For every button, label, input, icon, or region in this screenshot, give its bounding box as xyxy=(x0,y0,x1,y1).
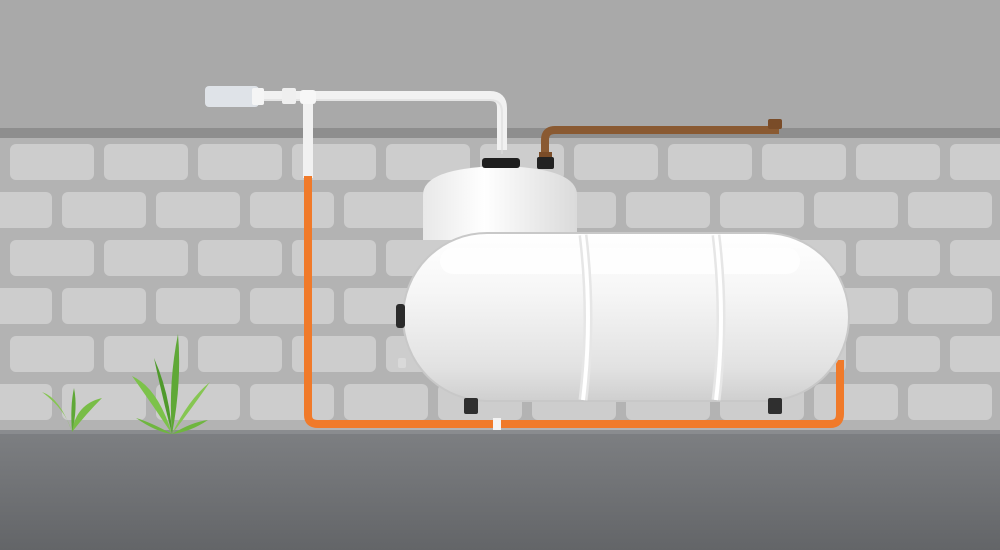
brick xyxy=(104,144,188,180)
brick xyxy=(814,192,898,228)
brick xyxy=(950,336,1000,372)
tank-dome xyxy=(423,158,577,240)
brick xyxy=(10,240,94,276)
vent-pipe-icon xyxy=(205,86,507,178)
brick xyxy=(198,240,282,276)
brick xyxy=(156,288,240,324)
brick xyxy=(908,288,992,324)
ground xyxy=(0,432,1000,550)
propane-tank-icon xyxy=(396,232,850,414)
brick xyxy=(386,144,470,180)
brick xyxy=(10,144,94,180)
brick xyxy=(62,288,146,324)
brick xyxy=(0,288,52,324)
brick xyxy=(344,192,428,228)
brick xyxy=(250,192,334,228)
brick xyxy=(908,384,992,420)
plant-icon xyxy=(42,388,102,432)
brick xyxy=(626,192,710,228)
brick xyxy=(292,336,376,372)
brick xyxy=(0,192,52,228)
plant-icon xyxy=(132,334,210,434)
brick xyxy=(814,384,898,420)
brick xyxy=(62,192,146,228)
brick xyxy=(250,288,334,324)
brick xyxy=(0,384,52,420)
brick xyxy=(198,144,282,180)
brick xyxy=(762,144,846,180)
brick xyxy=(950,144,1000,180)
brick xyxy=(104,336,188,372)
brick xyxy=(574,144,658,180)
brick xyxy=(856,240,940,276)
brick xyxy=(104,240,188,276)
brick xyxy=(950,240,1000,276)
brick xyxy=(856,336,940,372)
brick xyxy=(198,336,282,372)
copper-pipe xyxy=(537,119,782,169)
brick xyxy=(156,192,240,228)
brick xyxy=(344,384,428,420)
brick xyxy=(250,384,334,420)
brick xyxy=(668,144,752,180)
brick xyxy=(292,240,376,276)
brick xyxy=(856,144,940,180)
brick xyxy=(10,336,94,372)
brick xyxy=(908,192,992,228)
ground-edge xyxy=(0,430,1000,434)
brick xyxy=(720,192,804,228)
orange-pipe xyxy=(304,176,844,430)
